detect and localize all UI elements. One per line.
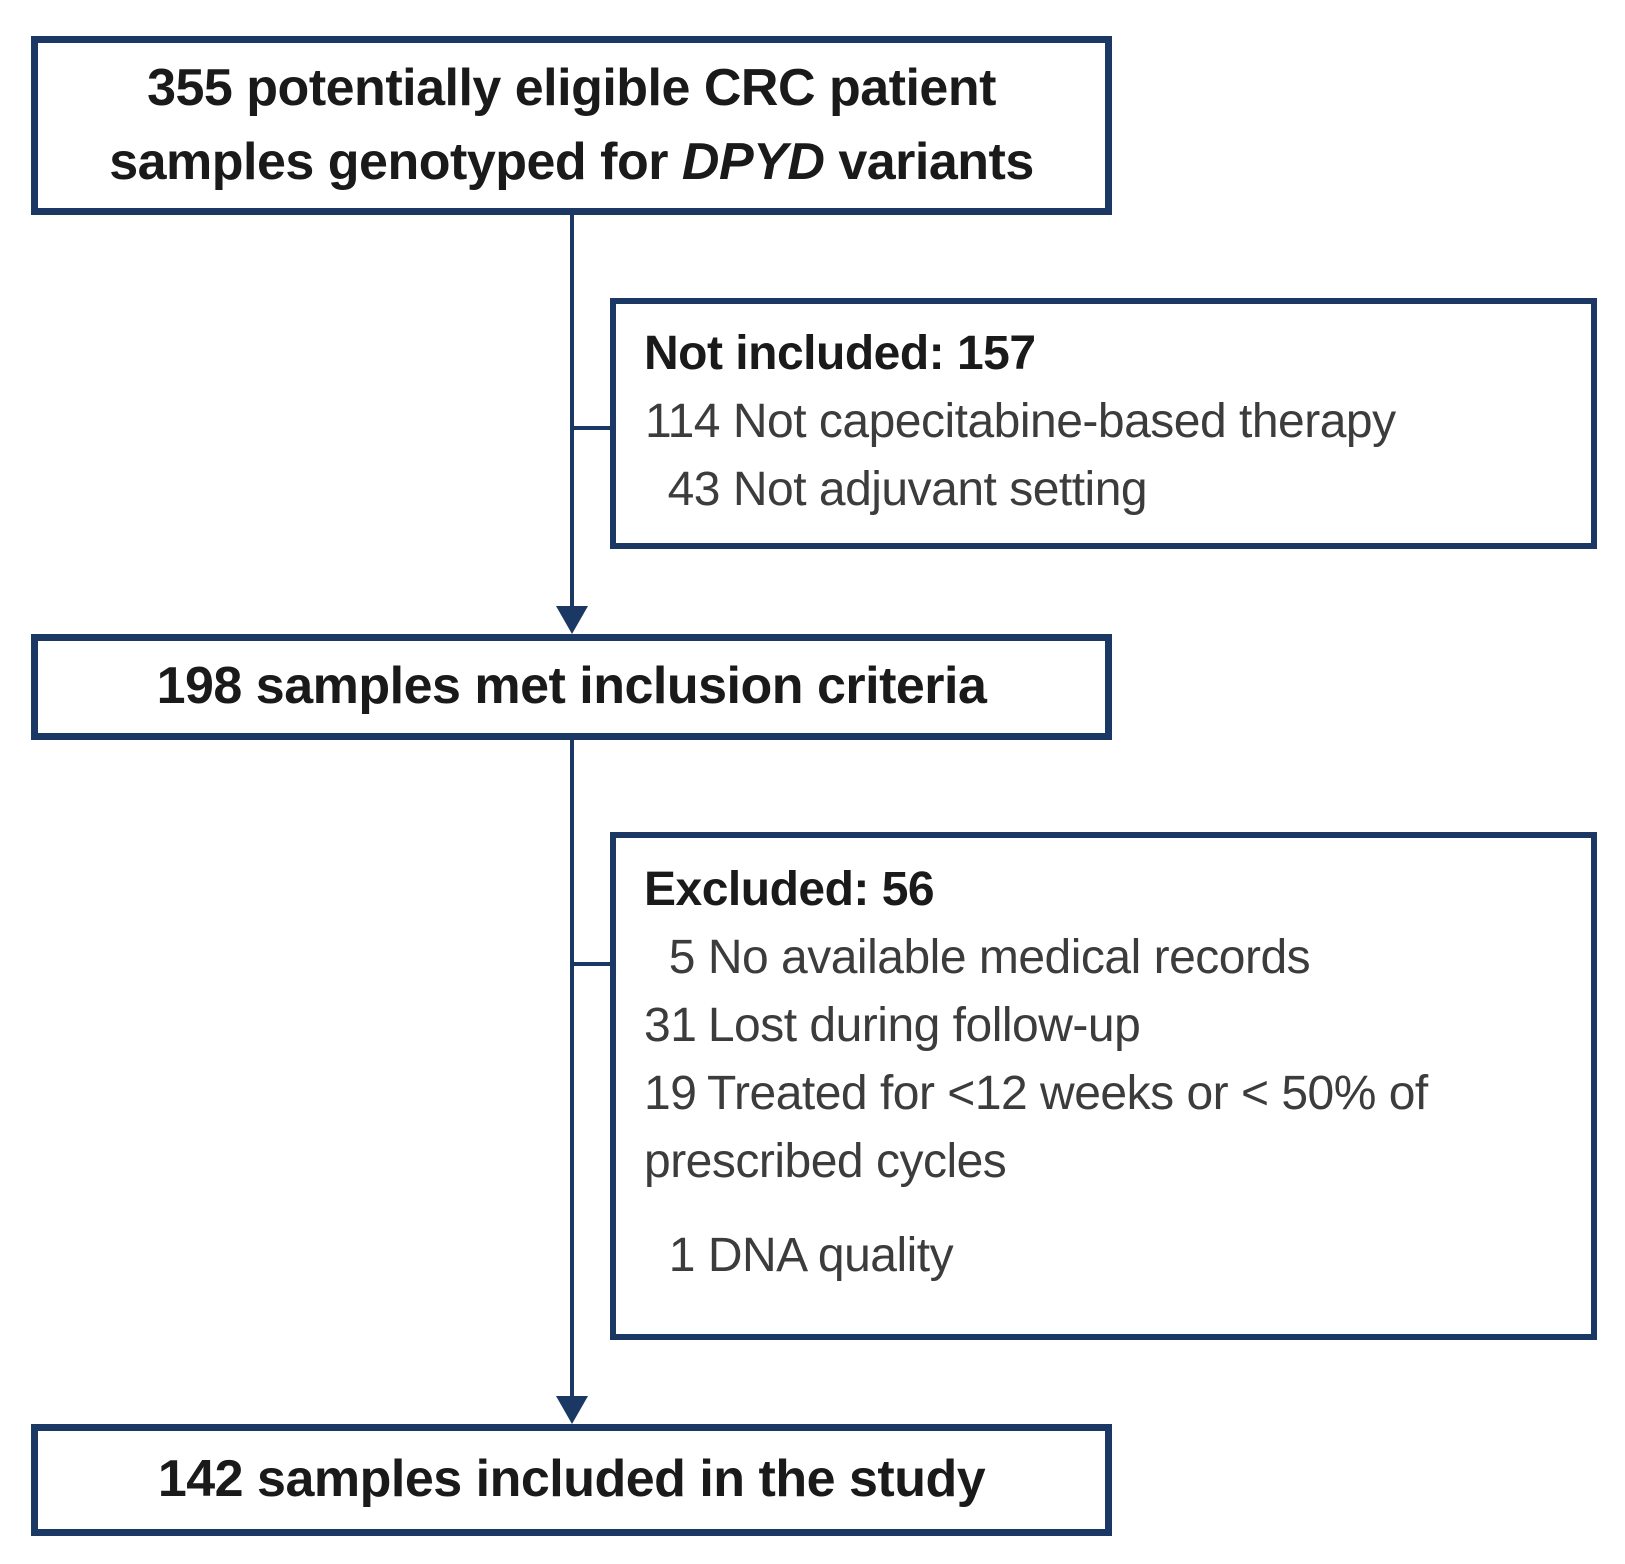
item-count: 31 <box>644 999 697 1052</box>
excluded-item: 1 DNA quality <box>644 1222 1581 1290</box>
item-count: 5 <box>668 931 696 984</box>
not-included-box: Not included: 157 114 Not capecitabine-b… <box>610 298 1597 549</box>
down-arrowhead-icon <box>556 1396 588 1424</box>
excluded-box: Excluded: 56 5 No available medical reco… <box>610 832 1597 1340</box>
not-included-item: 43 Not adjuvant setting <box>644 456 1581 524</box>
item-label: DNA quality <box>707 1229 954 1282</box>
eligible-samples-box: 355 potentially eligible CRC patient sam… <box>31 36 1112 215</box>
connector-line-vertical-1 <box>570 215 574 610</box>
not-included-item: 114 Not capecitabine-based therapy <box>644 388 1581 456</box>
item-label: Lost during follow-up <box>707 999 1141 1052</box>
item-label: Not adjuvant setting <box>732 463 1148 516</box>
excluded-title: Excluded: 56 <box>644 863 935 916</box>
excluded-item: 19 Treated for <12 weeks or < 50% of pre… <box>644 1060 1581 1196</box>
down-arrowhead-icon <box>556 606 588 634</box>
item-label: No available medical records <box>707 931 1311 984</box>
item-count: 1 <box>668 1229 696 1282</box>
item-count: 43 <box>667 463 721 516</box>
not-included-title: Not included: 157 <box>644 327 1036 380</box>
included-samples-text: 142 samples included in the study <box>157 1450 986 1509</box>
excluded-item: 31 Lost during follow-up <box>644 992 1581 1060</box>
eligible-text-start: 355 potentially eligible CRC patient sam… <box>109 58 996 191</box>
connector-line-to-not-included <box>572 426 616 430</box>
item-count: 114 <box>644 395 721 448</box>
gene-name-italic: DPYD <box>681 132 825 191</box>
item-label: Not capecitabine-based therapy <box>732 395 1396 448</box>
item-label: Treated for <12 weeks or < 50% of prescr… <box>644 1067 1428 1188</box>
inclusion-criteria-box: 198 samples met inclusion criteria <box>31 634 1112 740</box>
item-count: 19 <box>644 1067 697 1120</box>
connector-line-to-excluded <box>572 962 616 966</box>
excluded-item: 5 No available medical records <box>644 924 1581 992</box>
connector-line-vertical-2 <box>570 740 574 1400</box>
inclusion-criteria-text: 198 samples met inclusion criteria <box>156 657 987 716</box>
eligible-text-end: variants <box>824 132 1034 191</box>
eligible-samples-text: 355 potentially eligible CRC patient sam… <box>50 52 1093 200</box>
included-samples-box: 142 samples included in the study <box>31 1424 1112 1536</box>
